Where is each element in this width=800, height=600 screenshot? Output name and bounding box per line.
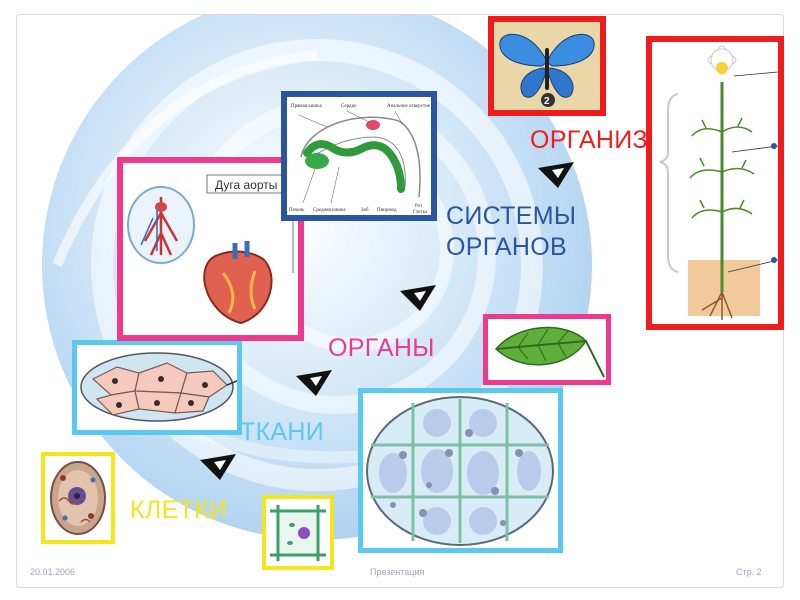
digestive-label-4: Средняя кишка [313,208,346,213]
digestive-system-image: Прямая кишка Сердце Анальное отверстие П… [281,91,437,221]
chamomile-plant-icon [652,42,778,324]
hierarchy-arrow-icon [398,283,438,313]
leaf-icon [488,319,606,380]
footer-date: 20.01.2006 [30,567,75,577]
level-label-organism: ОРГАНИЗМ [530,128,646,153]
butterfly-number: 2 [544,96,550,107]
level-label-systems: СИСТЕМЫ ОРГАНОВ [446,201,621,264]
plant-cell-icon [266,499,330,566]
footer-title: Презентация [370,567,424,577]
plant-cell-image [262,495,334,570]
digestive-label-8: Глотка [413,210,428,215]
footer-page-number: Стр. 2 [736,567,762,577]
digestive-system-icon: Прямая кишка Сердце Анальное отверстие П… [287,97,431,215]
plant-organism-image [646,36,784,330]
plant-tissue-icon [363,393,558,548]
digestive-label-6: Пищевод [377,208,397,213]
level-label-cells: КЛЕТКИ [130,498,227,523]
hierarchy-arrow-icon [294,368,334,398]
epithelial-tissue-image [72,340,242,435]
digestive-label-0: Прямая кишка [291,104,323,109]
animal-cell-image [41,452,115,544]
butterfly-organism-image: 2 [488,16,606,116]
hierarchy-arrow-icon [536,160,576,190]
epithelial-tissue-icon [77,345,237,430]
digestive-label-2: Анальное отверстие [387,104,431,109]
digestive-label-3: Печень [289,208,305,213]
digestive-label-5: Зоб [361,208,369,213]
hierarchy-arrow-icon [198,452,238,482]
circulatory-organ-image: Дуга аорты [117,157,304,341]
digestive-label-7: Рот [415,204,423,209]
plant-tissue-image [358,388,563,553]
leaf-organ-image [483,314,611,385]
heart-caption: Дуга аорты [215,178,277,192]
level-label-organs: ОРГАНЫ [328,336,435,361]
butterfly-icon: 2 [494,22,600,110]
heart-organ-icon: Дуга аорты [123,163,298,335]
digestive-label-1: Сердце [341,104,357,109]
level-label-tissues: ТКАНИ [240,420,324,445]
animal-cell-icon [45,456,111,540]
